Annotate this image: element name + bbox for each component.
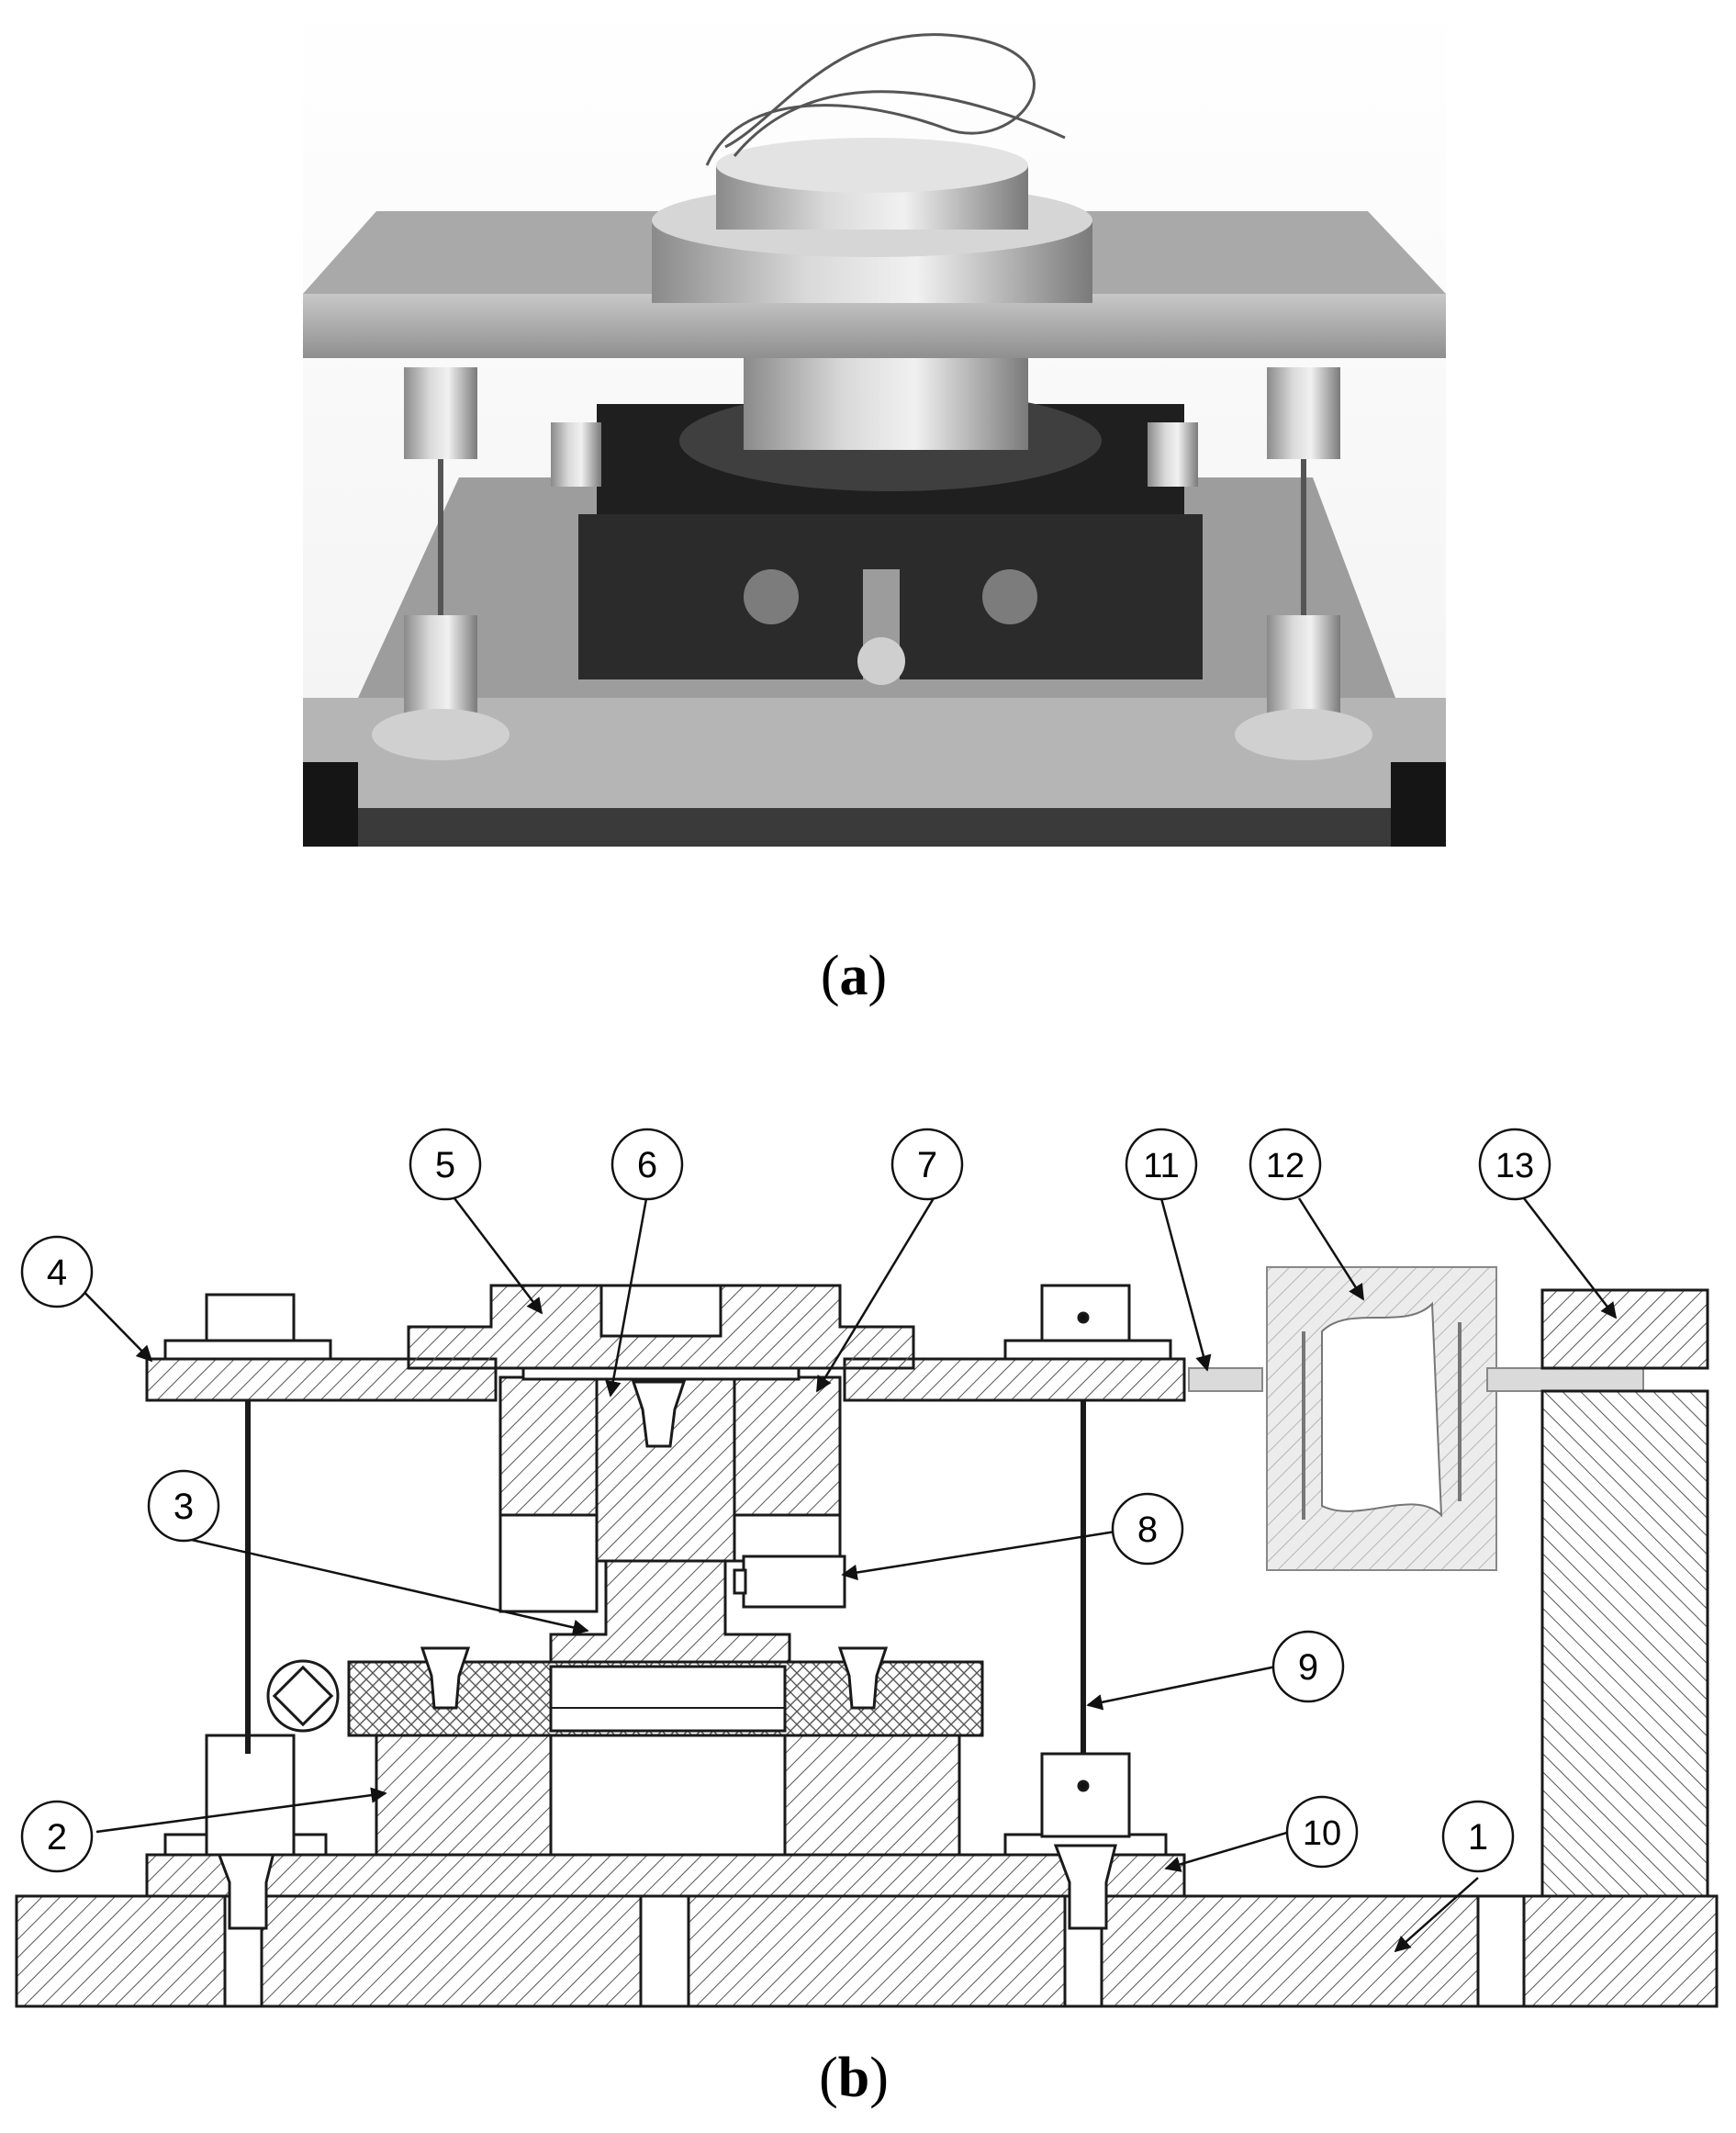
callout-11: 11 [1125, 1128, 1198, 1201]
sensor-wires [705, 33, 1066, 166]
panel-a-label: a [839, 945, 868, 1007]
panel-a-caption: (a) [820, 945, 888, 1007]
fixed-column [1540, 1389, 1709, 1898]
base-plate-part [15, 1894, 1719, 2008]
svg-text:12: 12 [1266, 1147, 1305, 1185]
cross-section-diagram: 1 2 3 4 5 6 7 [0, 1120, 1736, 2020]
svg-text:4: 4 [47, 1252, 67, 1293]
panel-b-caption: (b) [819, 2047, 889, 2109]
svg-text:2: 2 [47, 1817, 67, 1858]
callout-5: 5 [409, 1128, 482, 1201]
callout-13: 13 [1478, 1128, 1551, 1201]
fixed-column-top [1540, 1288, 1709, 1370]
callout-9: 9 [1271, 1630, 1345, 1703]
displacement-sensor [742, 1555, 846, 1609]
callout-6: 6 [610, 1128, 684, 1201]
svg-text:6: 6 [637, 1145, 657, 1185]
callout-markers: 1 2 3 4 5 6 7 [20, 1128, 1551, 1873]
central-cylinder [744, 349, 1028, 450]
leader-lines [63, 1193, 1618, 1953]
panel-b-label: b [837, 2047, 870, 2109]
base-bolt-right [1053, 1844, 1117, 1930]
svg-text:7: 7 [917, 1145, 937, 1185]
callout-2: 2 [20, 1800, 94, 1873]
svg-text:5: 5 [435, 1145, 455, 1185]
svg-text:1: 1 [1468, 1817, 1488, 1858]
callout-10: 10 [1285, 1795, 1359, 1869]
connecting-rod [1188, 1367, 1263, 1392]
test-rig-photo [303, 0, 1446, 847]
callout-12: 12 [1249, 1128, 1322, 1201]
test-rig-photo-illustration [303, 0, 1446, 847]
svg-text:13: 13 [1495, 1147, 1534, 1185]
top-plate [303, 294, 1446, 358]
support-posts [372, 367, 1372, 760]
callout-1: 1 [1441, 1800, 1515, 1873]
svg-text:8: 8 [1137, 1510, 1158, 1550]
svg-text:10: 10 [1303, 1814, 1341, 1853]
svg-text:9: 9 [1298, 1647, 1318, 1688]
callout-3: 3 [147, 1469, 220, 1543]
callout-7: 7 [890, 1128, 964, 1201]
callout-4: 4 [20, 1235, 94, 1308]
svg-text:3: 3 [174, 1487, 194, 1527]
callout-8: 8 [1111, 1492, 1184, 1566]
mounting-plate [145, 1853, 1186, 1898]
svg-text:11: 11 [1143, 1147, 1179, 1185]
cross-section-svg: 1 2 3 4 5 6 7 [15, 1128, 1719, 2008]
